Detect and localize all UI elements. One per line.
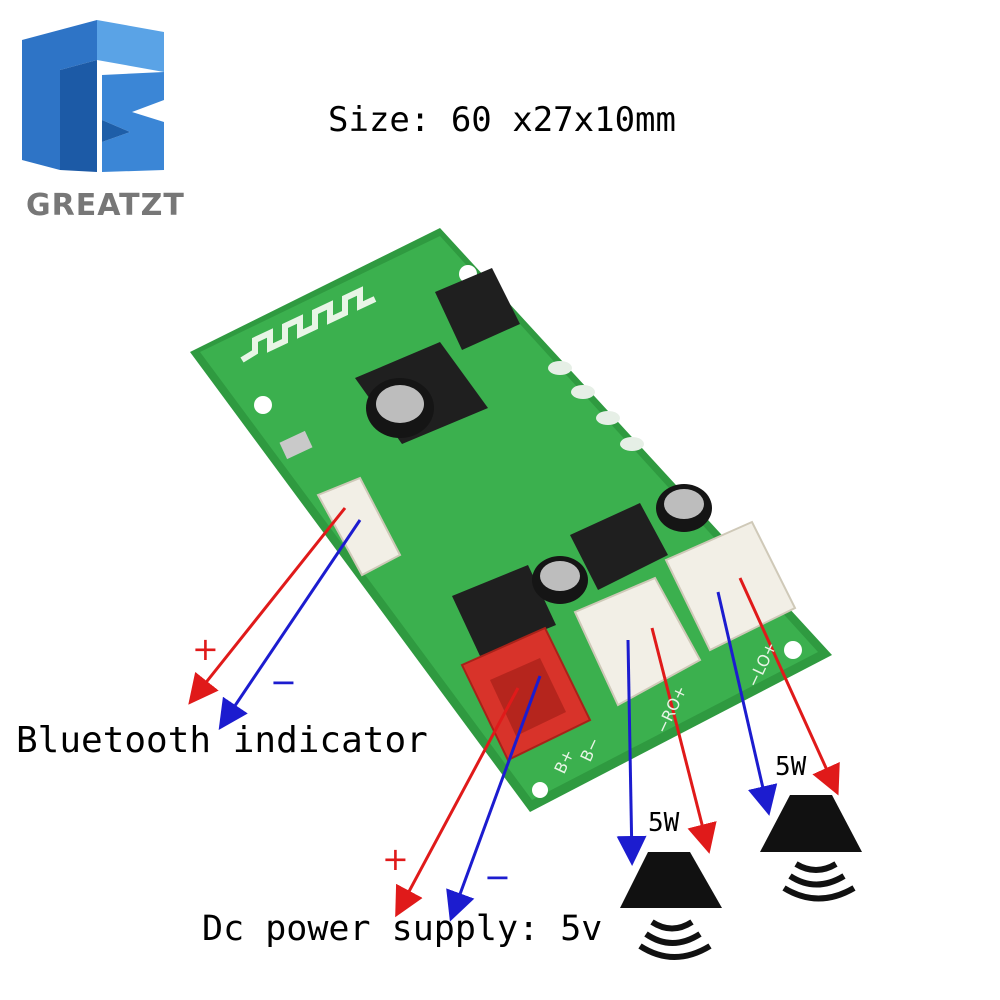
ic-chip (435, 268, 520, 350)
bluetooth-led-connector (316, 476, 402, 577)
right-speaker-plus-arrow (650, 627, 717, 854)
speaker-right-watt: 5W (775, 752, 807, 782)
mount-hole (784, 641, 802, 659)
bluetooth-indicator-label: Bluetooth indicator (16, 720, 428, 761)
bt-plus-arrow (188, 507, 347, 705)
power-minus-sign: − (484, 858, 511, 896)
speaker-right-icon (760, 795, 862, 902)
ic-chip (452, 565, 556, 656)
power-plus-arrow (395, 687, 520, 918)
ic-chip (570, 503, 668, 590)
size-label: Size: 60 x27x10mm (328, 100, 676, 140)
left-speaker-plus-arrow (738, 577, 840, 796)
left-speaker-minus-arrow (716, 591, 778, 816)
power-minus-arrow (446, 675, 542, 922)
speaker-left-icon (620, 852, 722, 960)
greatzt-logo: GREATZT (22, 20, 184, 223)
mount-hole (254, 396, 272, 414)
bt-minus-arrow (218, 519, 362, 730)
bt-plus-sign: + (192, 630, 219, 668)
right-speaker-connector (573, 576, 702, 707)
tz-cube-logo-icon (22, 20, 164, 172)
power-plus-sign: + (382, 840, 409, 878)
brand-text: GREATZT (26, 188, 185, 223)
dc-power-label: Dc power supply: 5v (202, 909, 603, 949)
bt-minus-sign: − (270, 663, 297, 701)
mount-hole (532, 782, 548, 798)
left-speaker-connector (664, 520, 797, 652)
right-speaker-minus-arrow (616, 639, 647, 866)
antenna-trace (240, 286, 377, 363)
pcb-board (190, 228, 832, 812)
speaker-left-watt: 5W (648, 808, 680, 838)
